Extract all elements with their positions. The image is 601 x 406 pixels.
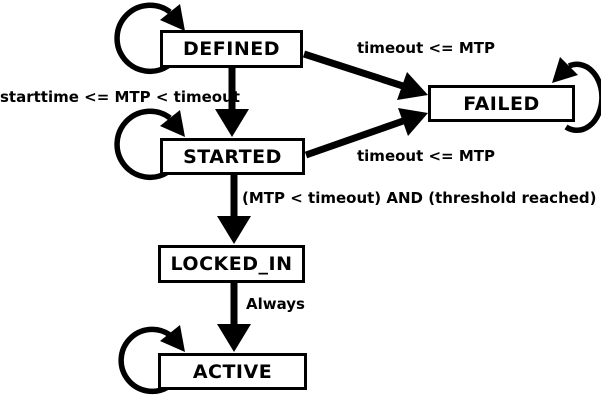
- state-started-label: STARTED: [183, 145, 282, 168]
- self-loop-active-arrowhead: [160, 325, 185, 352]
- state-active-label: ACTIVE: [192, 360, 273, 383]
- self-loop-failed-arrowhead: [552, 57, 578, 83]
- transition-label-started-failed: timeout <= MTP: [357, 147, 496, 165]
- state-failed-label: FAILED: [463, 92, 540, 115]
- transition-label-defined-failed: timeout <= MTP: [357, 39, 496, 57]
- transition-label-locked-in-active: Always: [246, 295, 305, 313]
- self-loop-started-arrowhead: [160, 110, 185, 137]
- self-loop-active: [118, 326, 172, 395]
- transition-label-defined-started: starttime <= MTP < timeout: [0, 88, 240, 106]
- state-locked-in-label: LOCKED_IN: [170, 253, 293, 275]
- state-defined: DEFINED: [160, 30, 303, 68]
- self-loop-defined-arrowhead: [160, 4, 185, 31]
- state-locked-in: LOCKED_IN: [158, 245, 305, 283]
- self-loop-defined: [114, 2, 172, 75]
- arrow-defined-to-started: [215, 66, 249, 137]
- state-started: STARTED: [160, 138, 305, 175]
- arrow-locked-in-to-active: [217, 281, 251, 352]
- arrow-defined-to-failed: [302, 50, 428, 100]
- state-defined-label: DEFINED: [183, 38, 280, 60]
- arrow-started-to-locked-in: [217, 173, 251, 244]
- state-active: ACTIVE: [158, 353, 307, 390]
- self-loop-started: [114, 108, 172, 181]
- self-loop-failed: [564, 61, 601, 134]
- arrow-started-to-failed: [304, 108, 428, 159]
- transition-label-started-locked-in: (MTP < timeout) AND (threshold reached): [242, 189, 597, 207]
- state-failed: FAILED: [428, 85, 575, 122]
